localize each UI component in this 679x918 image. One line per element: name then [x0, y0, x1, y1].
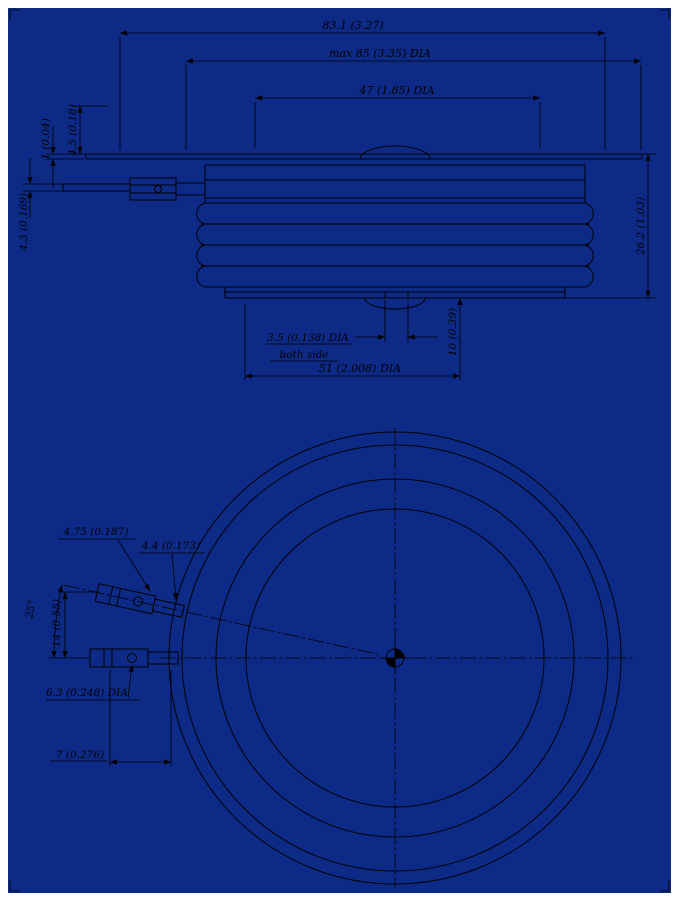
dim-overall-height: 26.2 (1.03) — [565, 153, 656, 299]
dim-gate-hole-note: both side — [279, 349, 328, 361]
dim-tab-gap: 4.4 (0.173) — [139, 540, 204, 601]
side-view: 83.1 (3.27) max 85 (3.35) DIA 47 (1.85) … — [18, 19, 656, 380]
outline-drawing: 83.1 (3.27) max 85 (3.35) DIA 47 (1.85) … — [9, 9, 670, 892]
dim-upper-pole-diameter-label: 47 (1.85) DIA — [358, 84, 434, 97]
bottom-pole — [224, 287, 566, 299]
dim-tab-width-label: 4.75 (0.187) — [63, 526, 129, 538]
dim-gate-hole-label: 3.5 (0.138) DIA — [267, 332, 349, 344]
dim-plate-thickness-label: 1 (0.04) — [40, 118, 52, 160]
dim-recess-depth: 10 (0.39) — [447, 298, 463, 380]
dim-upper-pole-diameter: 47 (1.85) DIA — [254, 84, 541, 148]
dim-max-diameter-label: max 85 (3.35) DIA — [329, 47, 431, 60]
dim-lead-thickness: 4.3 (0.169) — [18, 158, 63, 252]
dim-hole-diameter: 6.3 (0.248) DIA — [46, 664, 140, 701]
gate-terminal-angled — [63, 583, 379, 655]
dim-lead-stub-length: 7 (0.276) — [50, 670, 172, 766]
dim-plate-thickness: 1 (0.04) — [40, 118, 84, 187]
dim-gate-hole: 3.5 (0.138) DIA both side — [265, 300, 438, 362]
top-pole-plate — [85, 153, 643, 160]
dim-tab-gap-label: 4.4 (0.173) — [141, 540, 200, 552]
dim-lead-thickness-label: 4.3 (0.169) — [18, 193, 30, 252]
dim-overall-height-label: 26.2 (1.03) — [635, 197, 647, 256]
bottom-gate-hatch — [364, 297, 426, 310]
dim-lead-angle-label: 25° — [23, 599, 39, 621]
dim-max-diameter: max 85 (3.35) DIA — [185, 47, 642, 150]
gate-lead-side — [62, 177, 206, 201]
dim-lead-stub-length-label: 7 (0.276) — [56, 749, 104, 761]
dim-lower-pole-diameter-label: 51 (2.008) DIA — [319, 362, 401, 375]
top-gate-hatch — [359, 145, 431, 160]
plan-view: 25° 4.75 (0.187) 4.4 (0.173) 14 (0.55) 6… — [23, 428, 636, 888]
dim-lower-pole-diameter: 51 (2.008) DIA — [244, 304, 460, 380]
gate-terminal-horizontal — [89, 648, 179, 668]
dim-overall-width-label: 83.1 (3.27) — [322, 19, 383, 32]
dim-lead-offset-label: 14 (0.55) — [51, 599, 63, 647]
dim-hole-diameter-label: 6.3 (0.248) DIA — [46, 687, 128, 699]
dim-overall-width: 83.1 (3.27) — [119, 19, 606, 150]
dim-lead-offset: 14 (0.55) — [51, 591, 98, 658]
dim-plate-offset: 4.5 (0.18) — [67, 104, 108, 157]
drawing-sheet: 83.1 (3.27) max 85 (3.35) DIA 47 (1.85) … — [8, 8, 671, 893]
center-target — [381, 644, 409, 672]
dim-plate-offset-label: 4.5 (0.18) — [67, 104, 79, 157]
dim-tab-width: 4.75 (0.187) — [58, 526, 151, 592]
dim-recess-depth-label: 10 (0.39) — [447, 308, 459, 356]
ceramic-housing — [196, 164, 594, 288]
corner-marks — [9, 9, 670, 892]
dim-lead-angle: 25° — [23, 584, 64, 659]
